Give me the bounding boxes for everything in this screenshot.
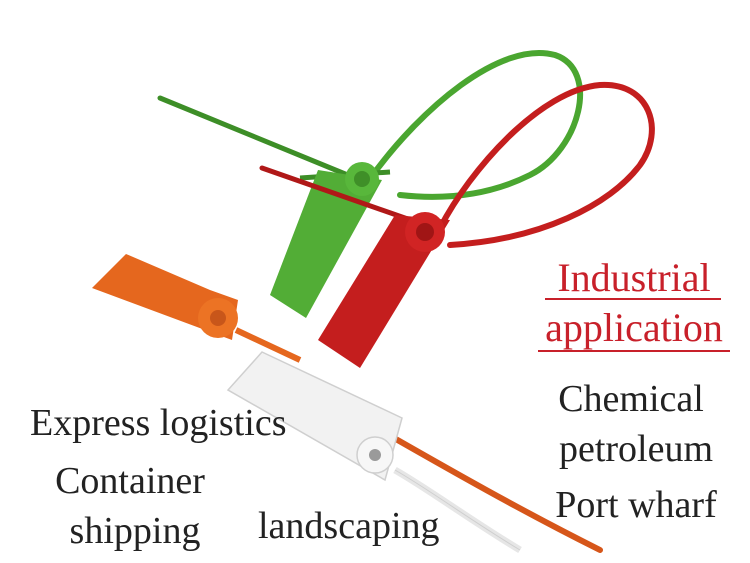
label-express-logistics: Express logistics — [30, 402, 287, 444]
headline-line1: Industrial — [557, 255, 711, 300]
red-plastic-seal — [259, 81, 655, 368]
white-plastic-seal — [226, 351, 522, 554]
label-landscaping: landscaping — [258, 505, 440, 547]
label-petroleum: petroleum — [558, 428, 714, 470]
headline-underline-1 — [545, 298, 721, 300]
orange-plastic-seal — [92, 254, 603, 553]
label-container: Container — [55, 460, 205, 502]
headline-underline-2 — [538, 350, 730, 352]
label-port-wharf: Port wharf — [555, 484, 717, 526]
label-chemical: Chemical — [558, 378, 704, 420]
label-shipping: shipping — [69, 510, 201, 552]
green-plastic-seal — [157, 50, 583, 318]
headline-line2: application — [545, 305, 723, 350]
